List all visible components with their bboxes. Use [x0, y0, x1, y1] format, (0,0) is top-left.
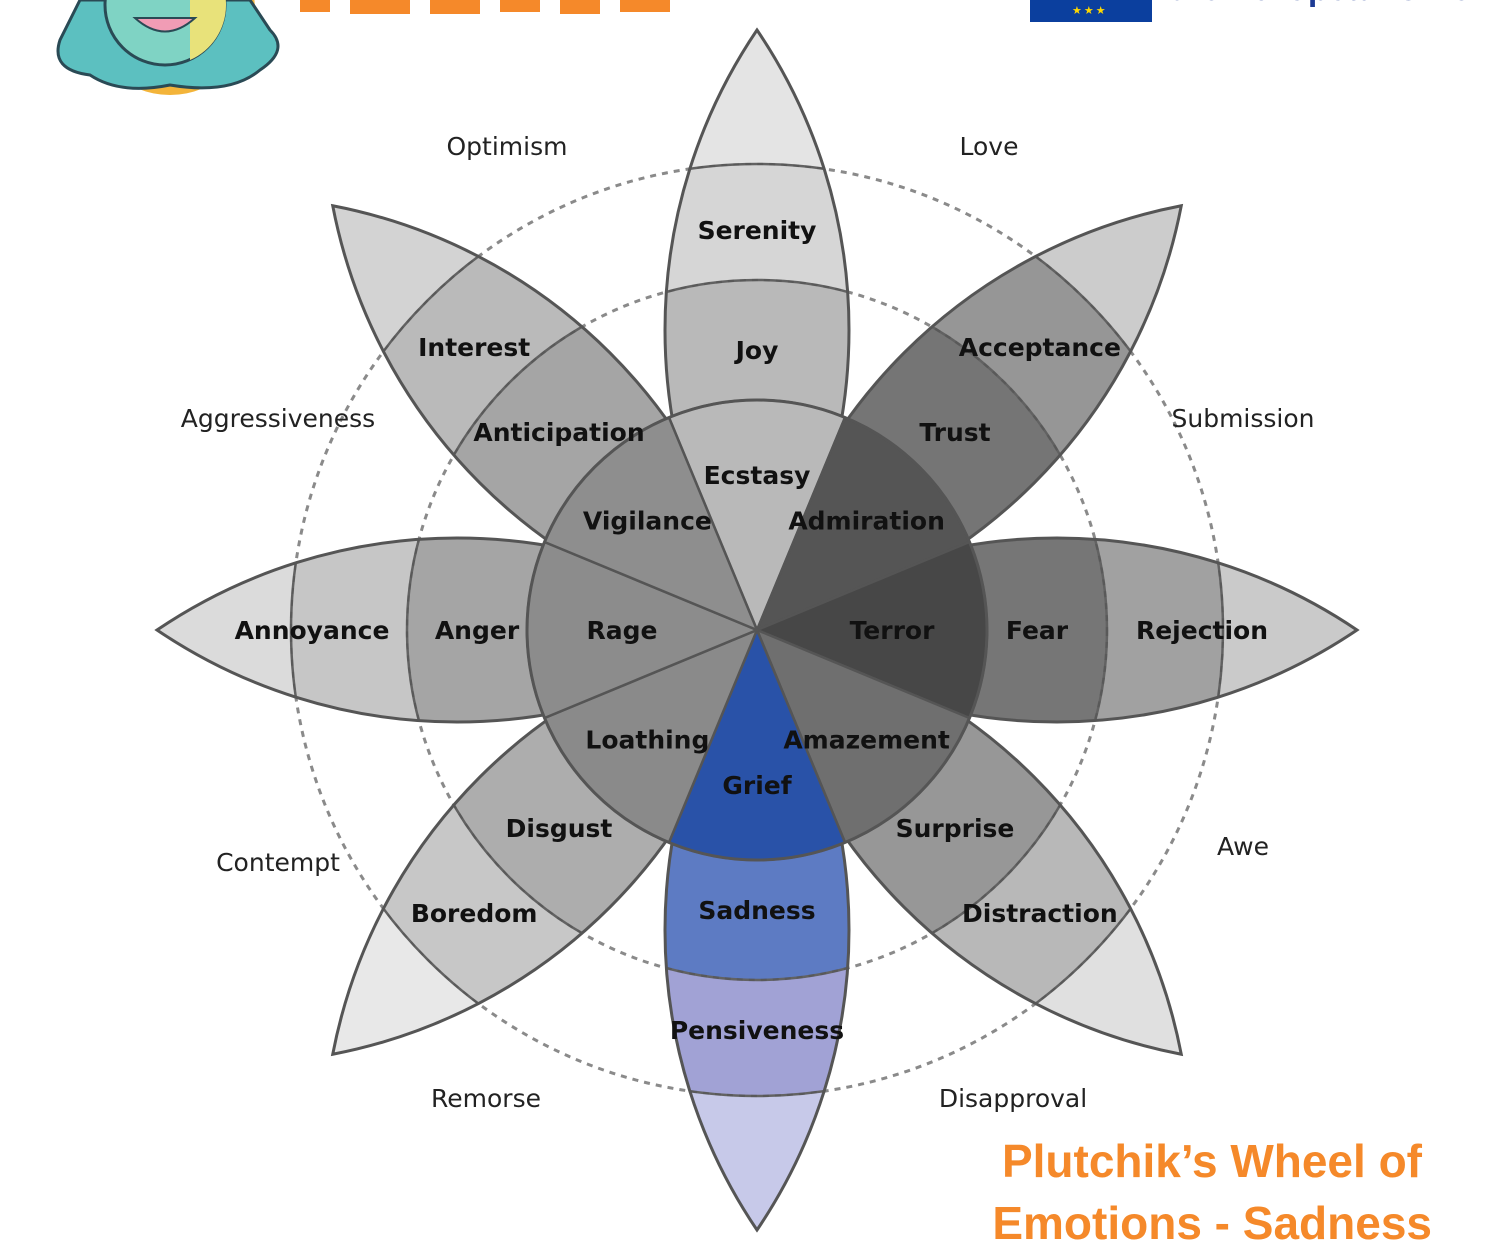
eu-flag-logo: ★★★	[1030, 0, 1152, 22]
embrace-logo	[56, 0, 670, 95]
dyad-disapproval: Disapproval	[939, 1084, 1087, 1113]
label-admiration: Admiration	[788, 506, 945, 535]
eu-funding-text: the European Union	[1170, 0, 1493, 9]
dyad-optimism: Optimism	[447, 132, 568, 161]
label-grief: Grief	[722, 771, 792, 800]
title-line-2: Emotions - Sadness	[992, 1197, 1432, 1249]
label-boredom: Boredom	[411, 899, 538, 928]
inner-circle	[525, 398, 989, 862]
dyad-awe: Awe	[1217, 832, 1269, 861]
label-disgust: Disgust	[506, 814, 613, 843]
label-serenity: Serenity	[698, 216, 817, 245]
label-trust: Trust	[919, 418, 990, 447]
title-line-1: Plutchik’s Wheel of	[1001, 1135, 1422, 1187]
label-pensiveness: Pensiveness	[670, 1016, 844, 1045]
dyad-remorse: Remorse	[431, 1084, 541, 1113]
label-amazement: Amazement	[783, 726, 950, 755]
dyad-contempt: Contempt	[216, 848, 340, 877]
label-fear: Fear	[1006, 616, 1069, 645]
label-distraction: Distraction	[962, 899, 1118, 928]
label-ecstasy: Ecstasy	[704, 461, 811, 490]
label-surprise: Surprise	[896, 814, 1015, 843]
dyad-aggressiveness: Aggressiveness	[181, 404, 375, 433]
label-anticipation: Anticipation	[473, 418, 644, 447]
label-sadness: Sadness	[698, 896, 815, 925]
label-annoyance: Annoyance	[235, 616, 390, 645]
dyad-submission: Submission	[1171, 404, 1314, 433]
label-rejection: Rejection	[1136, 616, 1268, 645]
label-acceptance: Acceptance	[959, 333, 1121, 362]
label-vigilance: Vigilance	[583, 506, 712, 535]
label-rage: Rage	[587, 616, 658, 645]
label-loathing: Loathing	[585, 726, 709, 755]
label-joy: Joy	[734, 336, 779, 365]
label-anger: Anger	[435, 616, 520, 645]
dyad-love: Love	[960, 132, 1019, 161]
label-terror: Terror	[850, 616, 936, 645]
label-interest: Interest	[418, 333, 530, 362]
